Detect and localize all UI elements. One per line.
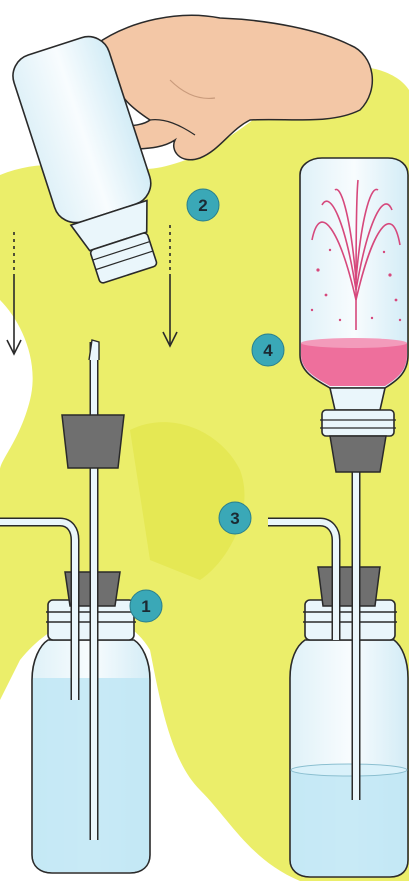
stopper-right-upper (330, 436, 386, 472)
stopper-left-upper (62, 415, 124, 468)
step-marker-1-label: 1 (141, 597, 150, 616)
step-marker-2: 2 (187, 189, 219, 221)
step-marker-4: 4 (252, 334, 284, 366)
step-marker-3-label: 3 (230, 509, 239, 528)
step-marker-3: 3 (219, 502, 251, 534)
step-marker-2-label: 2 (198, 196, 207, 215)
step-marker-4-label: 4 (263, 341, 273, 360)
stopper-right-lower (318, 567, 380, 606)
step-marker-1: 1 (130, 590, 162, 622)
water-right (291, 770, 407, 876)
